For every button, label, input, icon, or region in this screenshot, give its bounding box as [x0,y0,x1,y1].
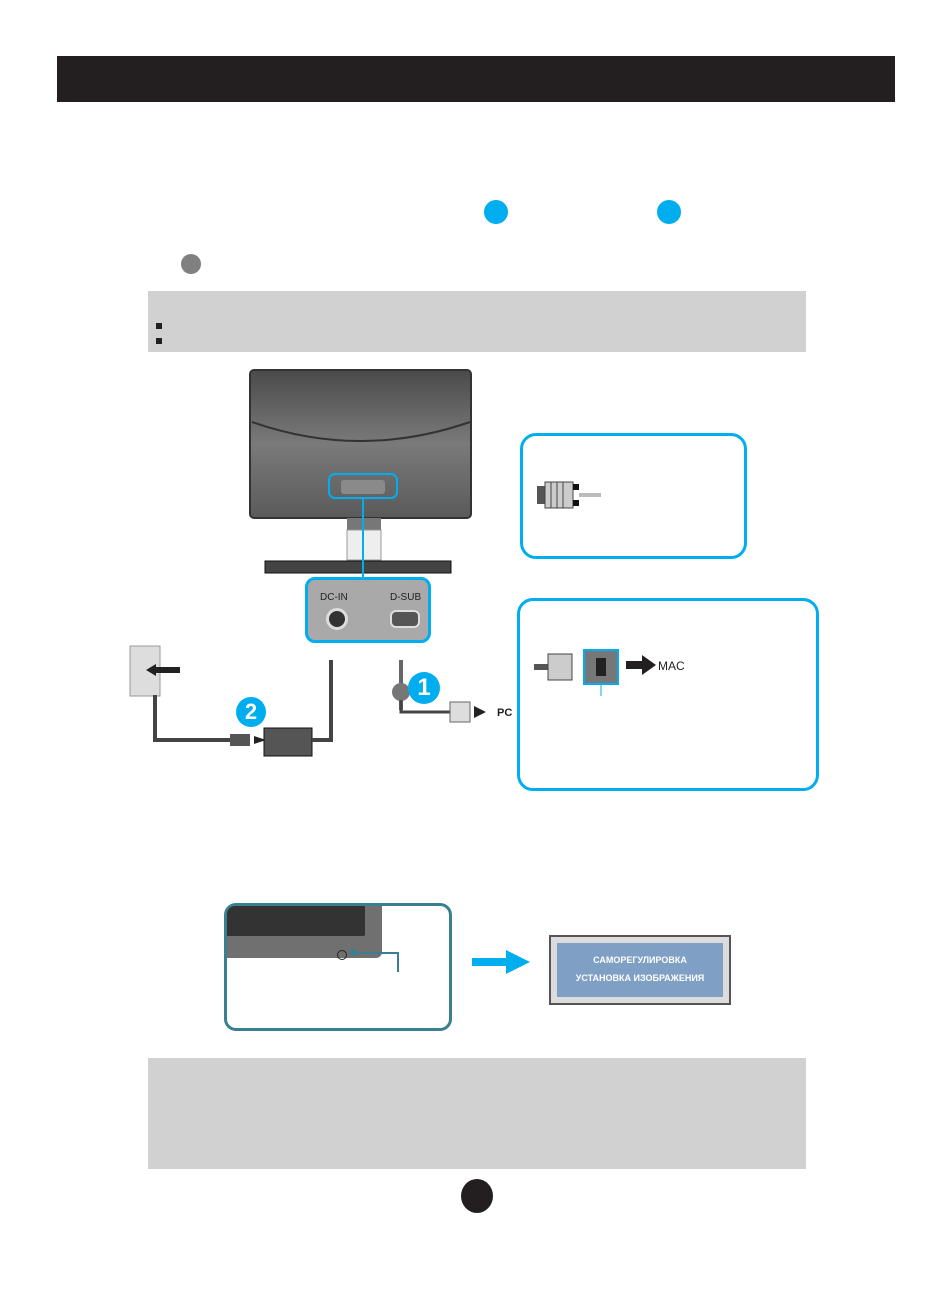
arrow-right-icon [254,736,266,744]
bullet [156,323,162,329]
step-1-marker [484,200,508,224]
power-indicator [350,949,357,956]
step-badge-2: 2 [236,697,266,727]
cable-illustration [129,645,486,757]
port-recess [341,480,385,494]
power-adapter [263,727,313,757]
monitor-screen [227,906,365,936]
step-2-marker [657,200,681,224]
monitor-bezel [227,906,382,960]
stand-base [264,560,452,574]
dc-in-label: DC-IN [320,592,348,603]
d-sub-connector-icon [537,481,601,509]
osd-message-box: САМОРЕГУЛИРОВКА УСТАНОВКА ИЗОБРАЖЕНИЯ [549,935,731,1005]
leader-line [397,952,399,972]
osd-panel: САМОРЕГУЛИРОВКА УСТАНОВКА ИЗОБРАЖЕНИЯ [557,943,723,997]
leader-line [357,952,399,954]
osd-line-2: УСТАНОВКА ИЗОБРАЖЕНИЯ [575,973,705,983]
monitor-back-illustration [249,369,472,580]
power-cord [153,695,230,742]
arrow-right-icon [626,655,656,675]
mac-label: MAC [658,659,685,673]
monitor-body [249,369,472,519]
arrow-right-icon [474,706,486,718]
mac-adapter-icon [534,649,619,696]
power-button-callout [224,903,452,1031]
cable-ferrite [392,683,410,701]
page-number-badge [461,1179,493,1213]
step-badge-1: 1 [408,672,440,704]
pc-label: PC [497,707,513,719]
pc-connector [449,701,471,723]
power-icon[interactable] [337,950,347,960]
dc-in-port [326,608,348,630]
section-header-bar [57,56,895,102]
monitor-contour [251,421,471,442]
connector-screw-callout [520,433,747,559]
arrow-right-icon [472,950,530,974]
port-panel: DC-IN D-SUB [305,577,431,643]
d-sub-port [390,610,420,628]
note-box-bottom [148,1058,806,1169]
note-marker [181,254,201,274]
note-box-top [148,291,806,352]
bullet [156,338,162,344]
mac-adapter-callout: MAC [517,598,819,791]
dc-cable [312,660,333,742]
osd-line-1: САМОРЕГУЛИРОВКА [593,955,687,965]
power-plug [230,734,250,746]
d-sub-label: D-SUB [390,592,422,603]
